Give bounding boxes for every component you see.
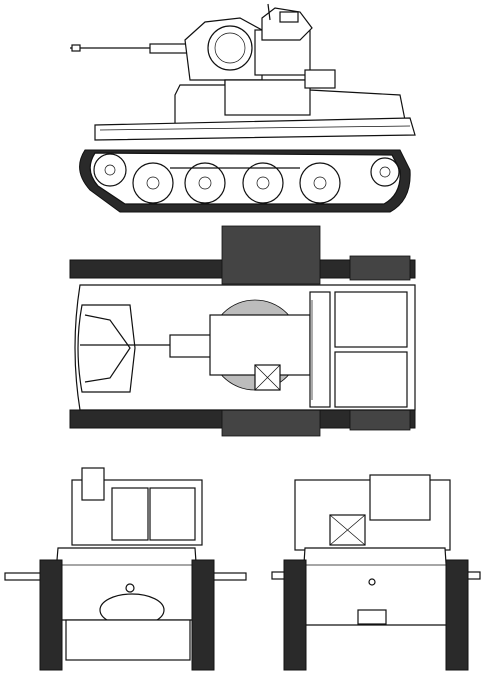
plan-view-icon: [69, 225, 416, 437]
road-wheels: [93, 153, 400, 204]
rear-track-left: [283, 559, 307, 671]
top-view: [0, 220, 500, 450]
front-track-left: [39, 559, 63, 671]
front-hull: [51, 547, 201, 621]
front-elevation-icon: [4, 467, 247, 671]
front-track-right: [191, 559, 215, 671]
rear-view: [250, 460, 500, 679]
side-elevation-icon: [70, 3, 416, 213]
hull: [94, 117, 416, 141]
rear-elevation-icon: [271, 474, 481, 671]
front-view: [0, 460, 250, 679]
rear-track-right: [445, 559, 469, 671]
side-view: [0, 0, 500, 230]
